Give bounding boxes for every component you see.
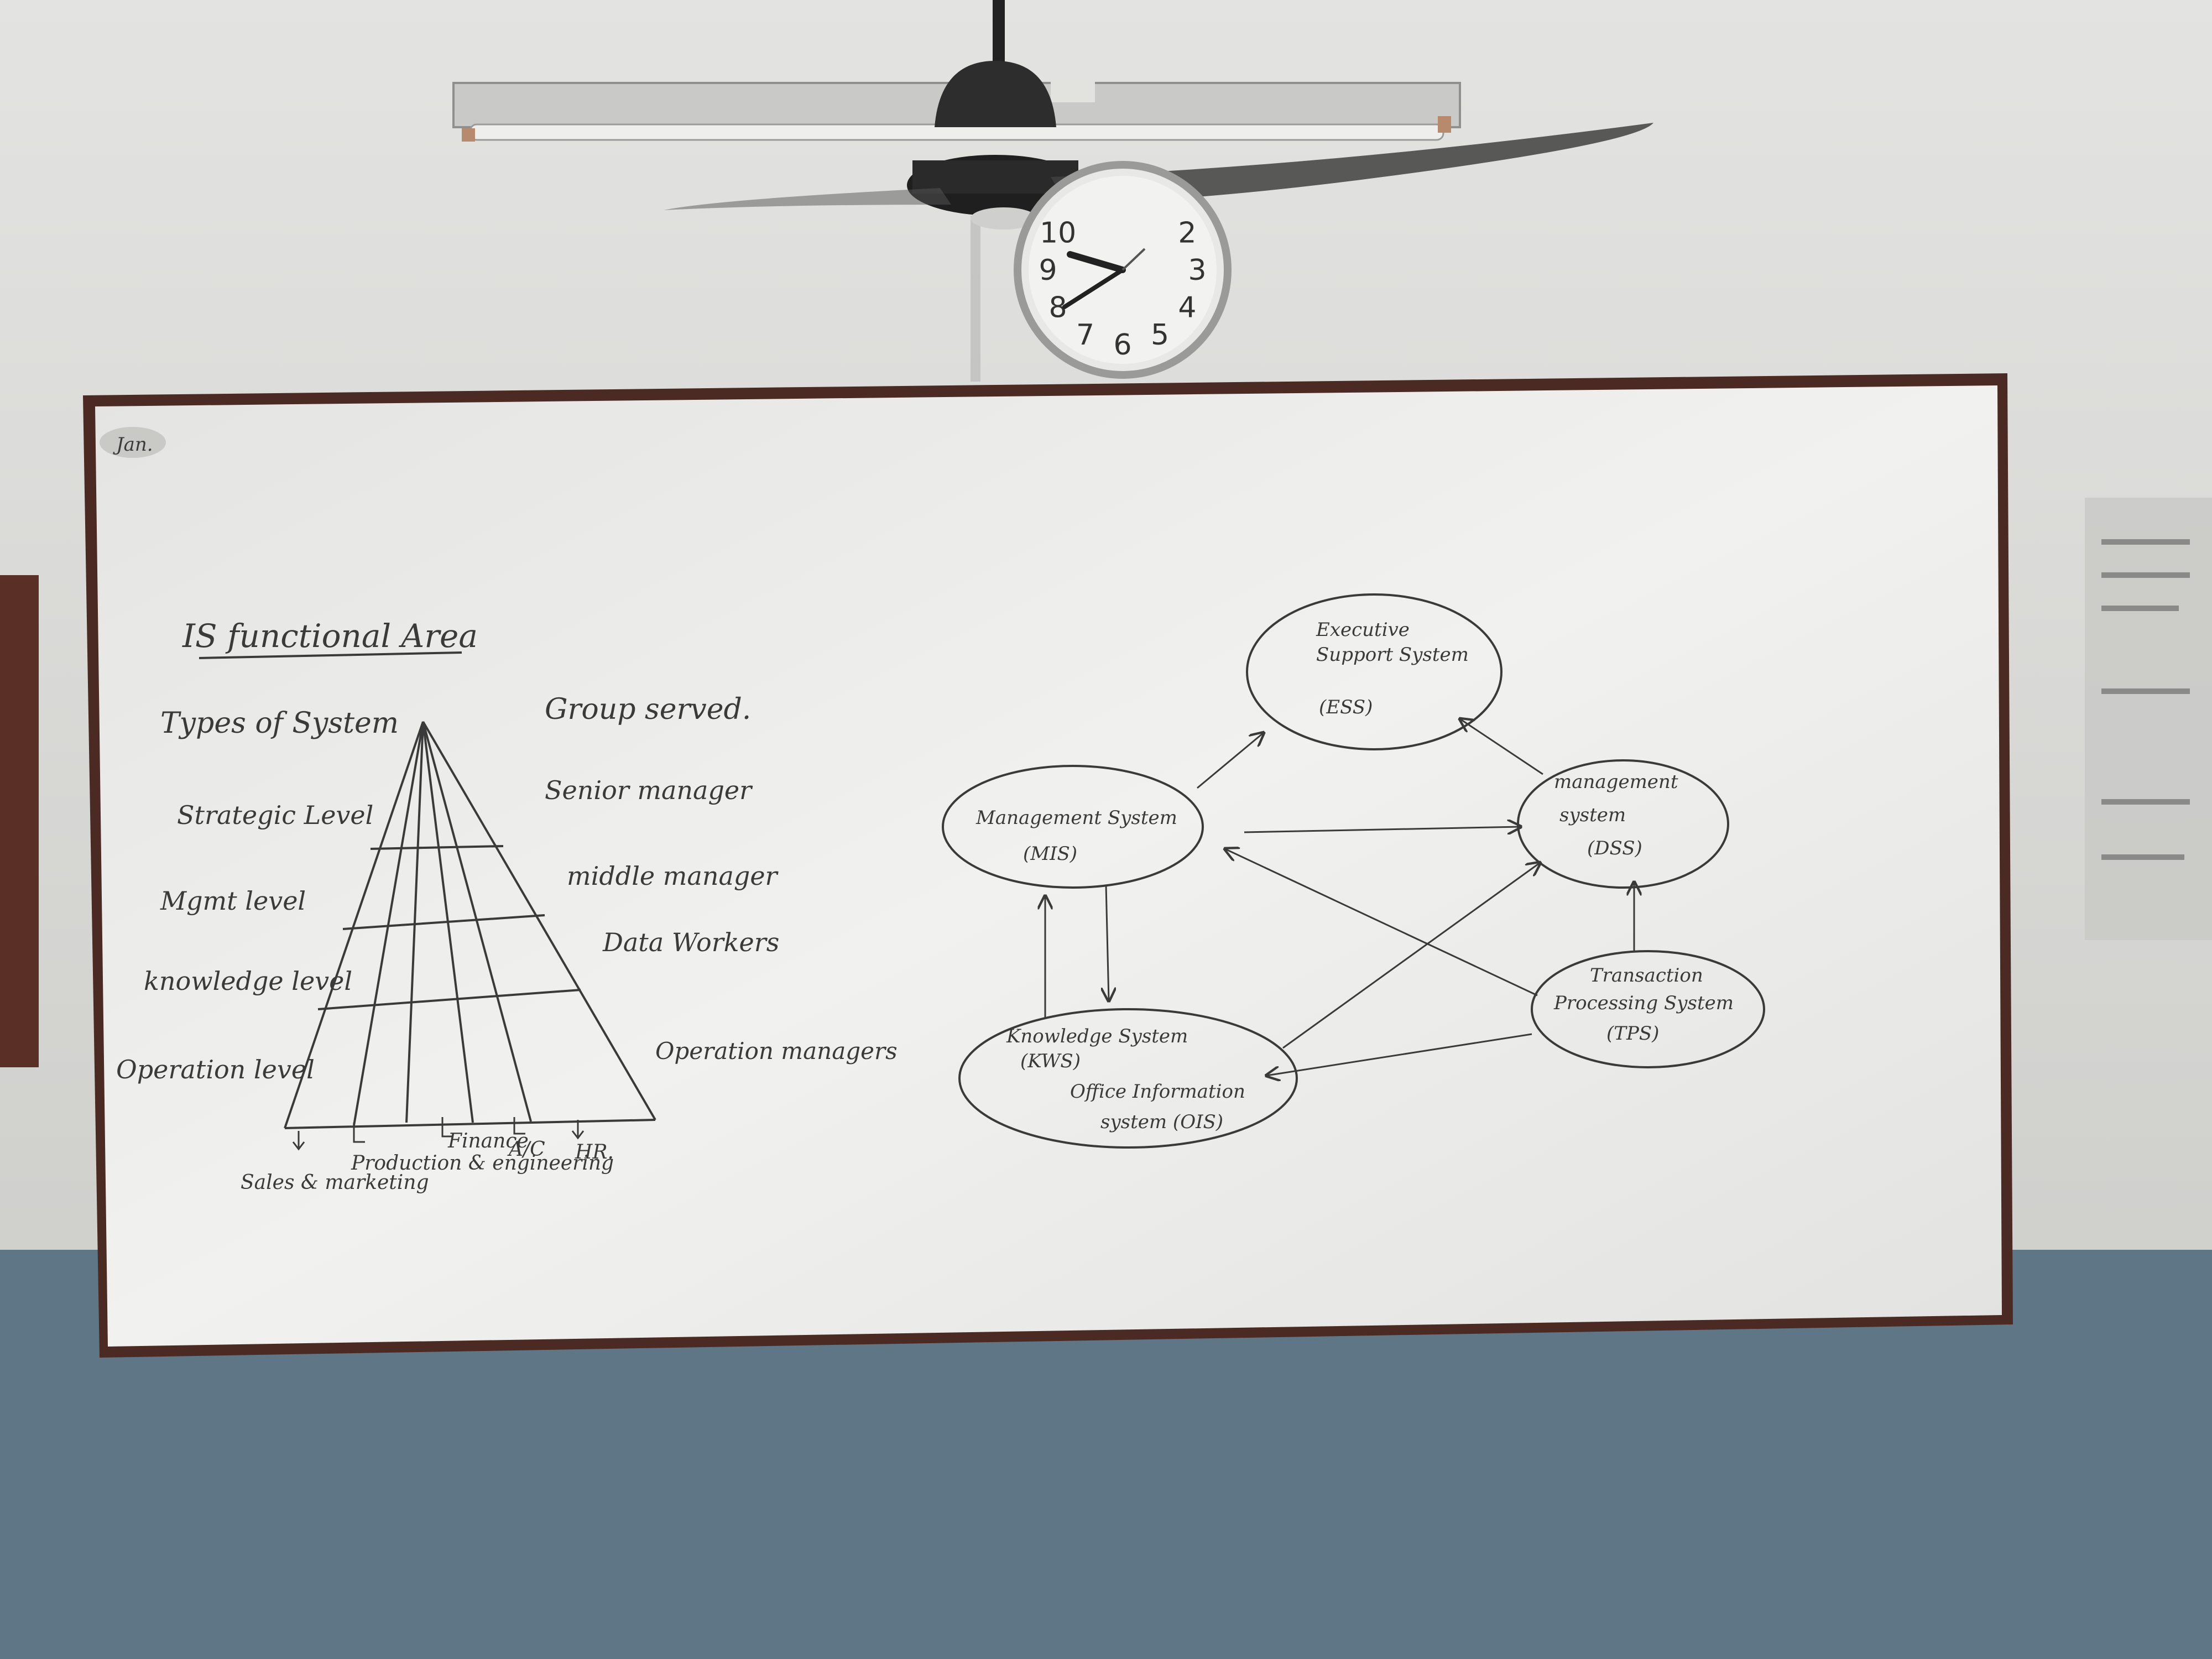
ess-ellipse [1246, 593, 1503, 750]
wall-pipe [971, 216, 980, 382]
title-underline [199, 651, 462, 659]
area-hr: HR. [575, 1141, 614, 1164]
level-mgmt: Mgmt level [160, 886, 306, 916]
kws-label-1: Knowledge System [1006, 1025, 1188, 1047]
group-middle: middle manager [567, 861, 779, 891]
ess-label-1: Executive [1316, 619, 1410, 641]
tps-label-1: Transaction [1590, 964, 1703, 987]
mis-label-2: (MIS) [1023, 843, 1077, 865]
wall-notice [2085, 498, 2212, 940]
tps-label-2: Processing System [1553, 992, 1734, 1014]
group-senior: Senior manager [545, 775, 753, 805]
group-data-workers: Data Workers [602, 927, 779, 957]
corner-note: Jan. [113, 434, 153, 456]
level-knowledge: knowledge level [144, 966, 352, 996]
level-strategic: Strategic Level [177, 800, 373, 830]
ess-label-2: Support System [1316, 644, 1469, 666]
board-content: Jan. IS functional Area Types of System … [113, 434, 1765, 1194]
area-production: Production & engineering [351, 1152, 614, 1175]
diagram-arrows [1045, 719, 1634, 1076]
diagram-ellipses [942, 593, 1765, 1149]
wall-notice-lines [2101, 539, 2190, 860]
types-of-system-header: Types of System [160, 707, 399, 740]
area-ac: A/C [507, 1138, 545, 1161]
mis-label-1: Management System [975, 807, 1177, 829]
tps-ellipse [1531, 950, 1765, 1068]
left-door-frame [0, 575, 39, 1067]
clock-numeral: 7 [1076, 319, 1094, 352]
whiteboard [83, 373, 2013, 1358]
ois-label-1: Office Information [1070, 1081, 1245, 1103]
area-sales: Sales & marketing [241, 1171, 429, 1194]
dss-label-2: system [1559, 804, 1626, 826]
ois-label-2: system (OIS) [1100, 1111, 1223, 1133]
clock-numeral: 2 [1178, 217, 1196, 250]
pyramid [284, 721, 656, 1129]
clock-numeral: 5 [1151, 319, 1169, 352]
clock-numeral: 3 [1188, 254, 1206, 287]
clock-numeral: 6 [1113, 328, 1131, 362]
kws-ellipse [958, 1008, 1298, 1149]
board-title: IS functional Area [182, 617, 478, 655]
clock-numeral: 9 [1039, 254, 1057, 287]
kws-label-2: (KWS) [1020, 1050, 1081, 1072]
ess-label-3: (ESS) [1319, 696, 1373, 718]
clock-numeral: 4 [1178, 291, 1196, 325]
tps-label-3: (TPS) [1606, 1022, 1659, 1045]
dss-label-3: (DSS) [1587, 837, 1642, 859]
level-operation: Operation level [116, 1055, 315, 1084]
mis-ellipse [942, 765, 1204, 889]
functional-area-arrows [292, 1117, 585, 1151]
clock-numeral: 10 [1040, 217, 1076, 250]
dss-label-1: management [1554, 771, 1678, 793]
area-finance: Finance [447, 1130, 529, 1152]
group-operation: Operation managers [655, 1037, 898, 1065]
group-served-header: Group served. [545, 693, 751, 726]
